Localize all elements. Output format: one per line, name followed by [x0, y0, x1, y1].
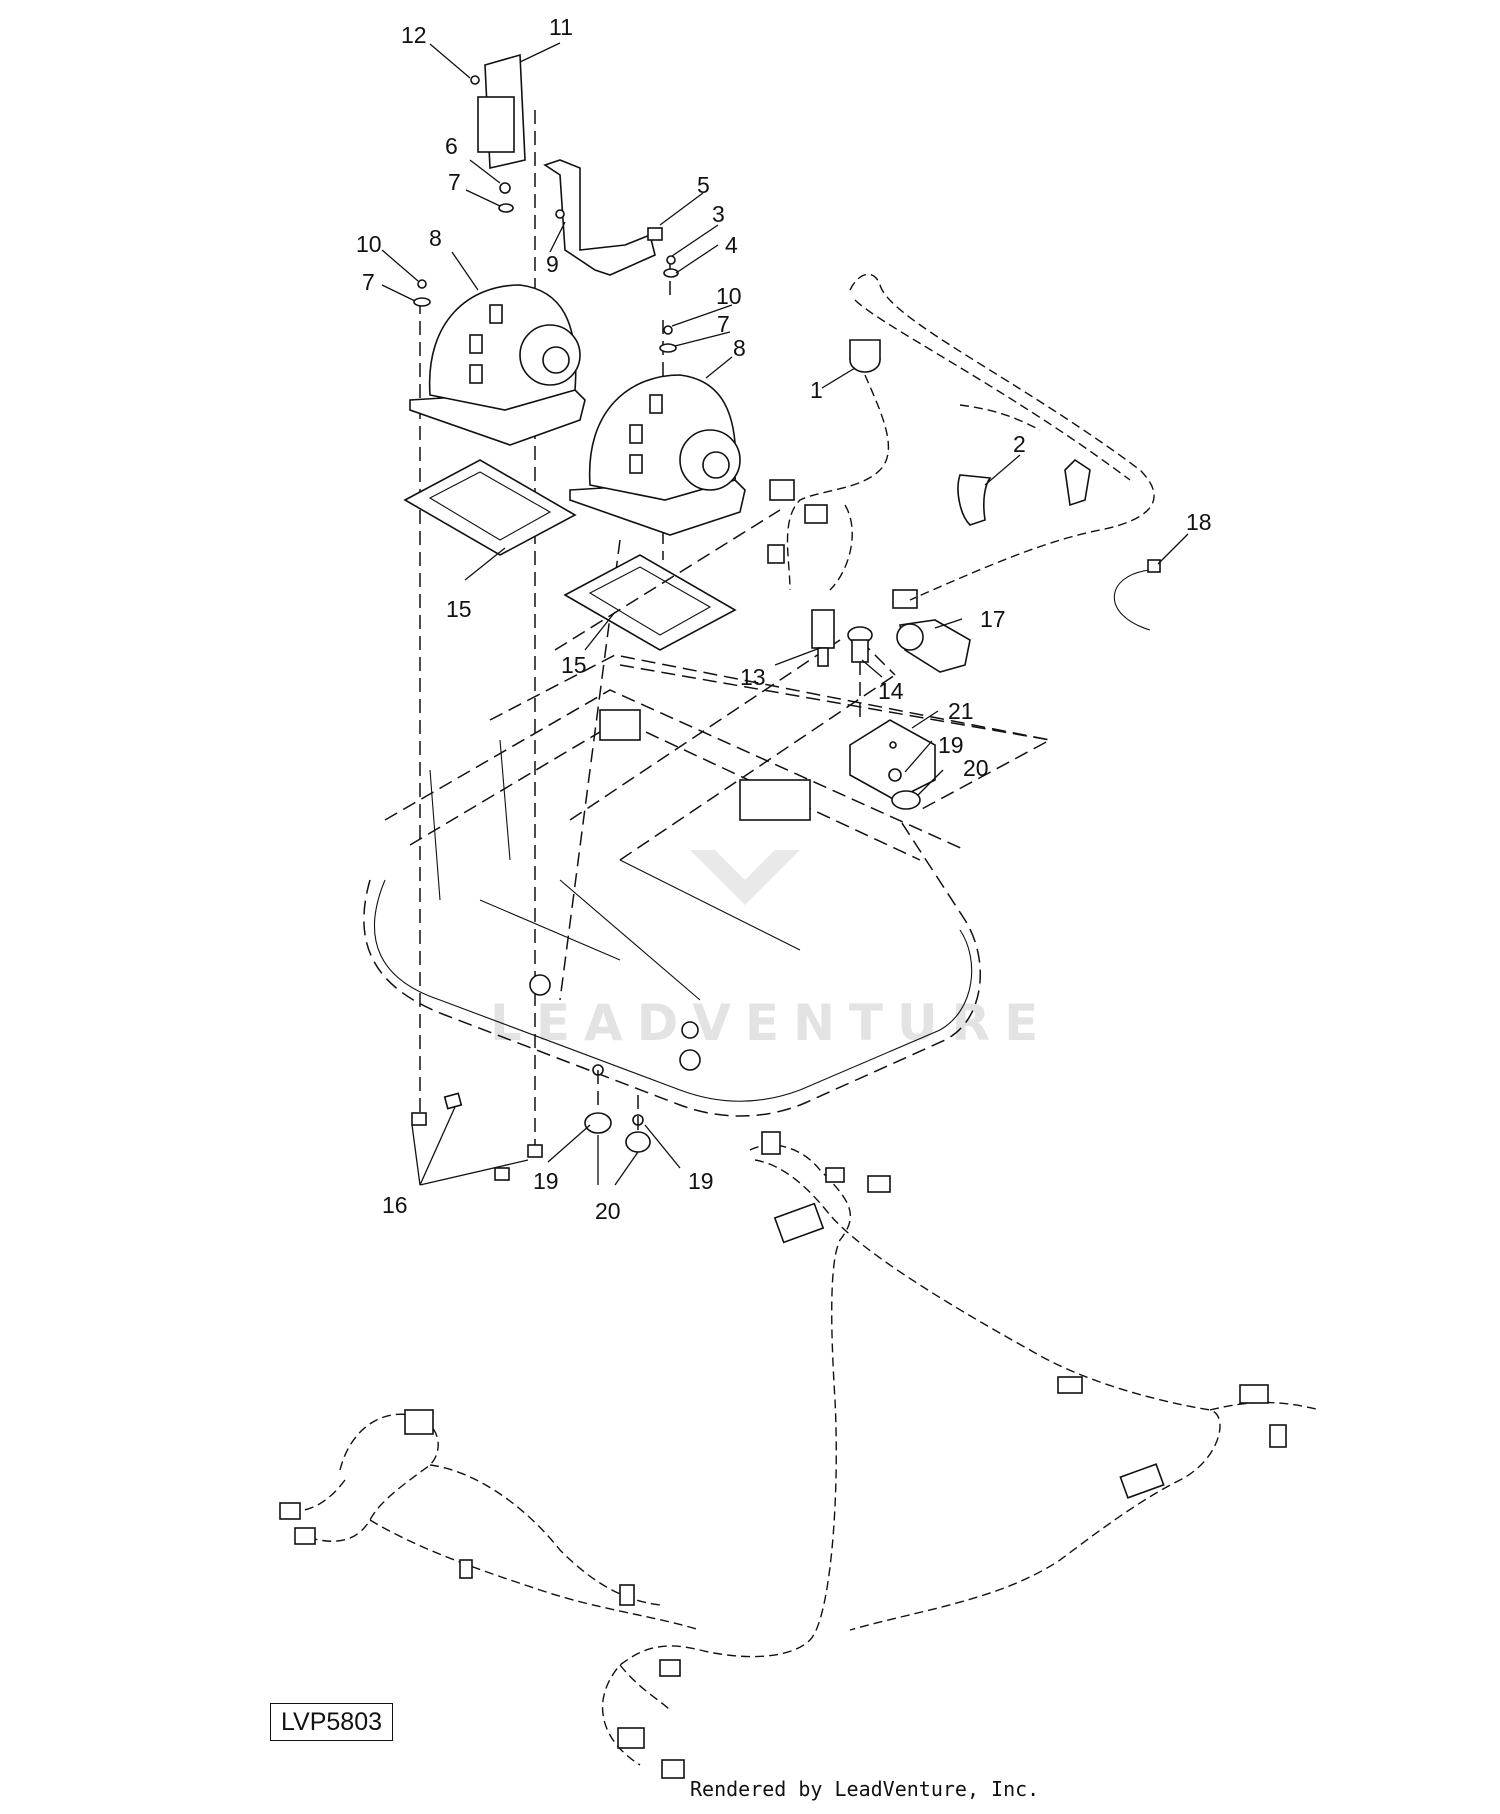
callout-20-bottom: 20: [595, 1198, 621, 1224]
relay-bracket: [470, 53, 526, 169]
harness-connectors: [279, 1131, 1287, 1779]
switches-and-sensors: [767, 339, 1161, 673]
callout-12: 12: [401, 22, 427, 48]
callout-4: 4: [725, 232, 738, 258]
blower-motor-right: [569, 374, 746, 536]
callout-7-left: 7: [362, 269, 375, 295]
callout-21: 21: [948, 698, 974, 724]
callout-20-right: 20: [963, 755, 989, 781]
callout-7-right: 7: [717, 311, 730, 337]
credit-text: Rendered by LeadVenture, Inc.: [690, 1777, 1040, 1801]
callout-15-right: 15: [561, 652, 587, 678]
callout-3: 3: [712, 201, 725, 227]
callout-18: 18: [1186, 509, 1212, 535]
watermark-text: LEADVENTURE: [490, 994, 1052, 1052]
callout-8-left: 8: [429, 225, 442, 251]
fastener-hardware: [413, 182, 679, 353]
callout-17: 17: [980, 606, 1006, 632]
callout-15-left: 15: [446, 596, 472, 622]
drawing-id-label: LVP5803: [270, 1703, 394, 1741]
callout-19-right: 19: [938, 732, 964, 758]
callout-8-right: 8: [733, 335, 746, 361]
filter-gaskets: [403, 459, 737, 651]
callout-14: 14: [878, 678, 904, 704]
callout-1: 1: [810, 377, 823, 403]
callout-9: 9: [546, 251, 559, 277]
blower-motor-left: [409, 284, 586, 446]
callout-5: 5: [697, 172, 710, 198]
cover-and-grommets: [849, 719, 936, 810]
bottom-grommets: [584, 1064, 651, 1153]
mounting-bracket: [543, 159, 663, 276]
roof-housing: [363, 654, 1051, 1117]
clips: [411, 1092, 543, 1181]
callout-2: 2: [1013, 431, 1026, 457]
callout-19-bottom-left: 19: [533, 1168, 559, 1194]
callout-10-right: 10: [716, 283, 742, 309]
leader-lines: [381, 42, 1189, 1186]
callout-7-top: 7: [448, 169, 461, 195]
upper-harness: [786, 273, 1155, 601]
callout-labels: 1 2 3 4 5 6 7 7 7 8 8 9 10 10 11 12 13 1…: [356, 14, 1212, 1224]
callout-10-left: 10: [356, 231, 382, 257]
callout-11: 11: [549, 14, 573, 40]
callout-19-bottom-right: 19: [688, 1168, 714, 1194]
lower-harness: [284, 1144, 1321, 1766]
callout-16: 16: [382, 1192, 408, 1218]
watermark: LEADVENTURE: [490, 850, 1052, 1052]
callout-6: 6: [445, 133, 458, 159]
callout-13: 13: [740, 664, 766, 690]
